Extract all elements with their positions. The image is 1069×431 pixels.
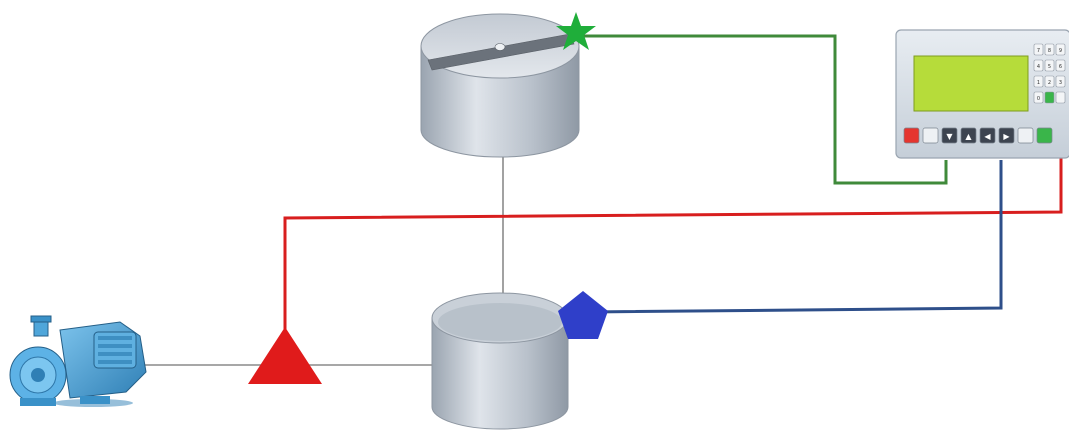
keypad-key[interactable]: 7 — [1033, 43, 1044, 56]
svg-text:5: 5 — [1048, 64, 1051, 70]
svg-text:6: 6 — [1059, 64, 1062, 70]
svg-text:8: 8 — [1048, 48, 1051, 54]
svg-text:▼: ▼ — [946, 132, 953, 141]
function-key[interactable] — [922, 127, 939, 144]
svg-text:0: 0 — [1037, 96, 1040, 102]
red-signal-wire — [283, 158, 1063, 345]
svg-text:◀: ◀ — [984, 132, 991, 141]
keypad-key[interactable] — [1055, 91, 1066, 104]
green-signal-wire — [575, 34, 948, 185]
function-key[interactable] — [903, 127, 920, 144]
keypad-key[interactable]: 0 — [1033, 91, 1044, 104]
upper-tank — [420, 13, 580, 158]
keypad-key[interactable]: 6 — [1055, 59, 1066, 72]
controller-unit: 7 8 9 4 5 6 1 2 3 0 ▼ ▲ ◀ ▶ — [895, 29, 1069, 159]
lower-tank — [431, 292, 569, 430]
numeric-keypad: 7 8 9 4 5 6 1 2 3 0 — [1033, 43, 1066, 104]
function-key[interactable]: ▲ — [960, 127, 977, 144]
star-icon — [556, 12, 596, 50]
svg-text:4: 4 — [1037, 64, 1040, 70]
function-key[interactable] — [1036, 127, 1053, 144]
keypad-key[interactable]: 9 — [1055, 43, 1066, 56]
svg-text:2: 2 — [1048, 80, 1051, 86]
lcd-screen — [913, 55, 1029, 112]
keypad-key[interactable]: 5 — [1044, 59, 1055, 72]
svg-text:▶: ▶ — [1003, 132, 1010, 141]
keypad-key[interactable]: 8 — [1044, 43, 1055, 56]
keypad-key[interactable]: 2 — [1044, 75, 1055, 88]
blue-signal-wire — [589, 160, 1003, 314]
keypad-key[interactable]: 4 — [1033, 59, 1044, 72]
svg-text:1: 1 — [1037, 80, 1040, 86]
keypad-key[interactable]: 3 — [1055, 75, 1066, 88]
svg-text:▲: ▲ — [965, 132, 972, 141]
keypad-key[interactable]: 1 — [1033, 75, 1044, 88]
svg-text:7: 7 — [1037, 48, 1040, 54]
triangle-icon — [248, 327, 322, 384]
pump-icon — [9, 315, 147, 407]
function-key[interactable]: ▼ — [941, 127, 958, 144]
svg-text:9: 9 — [1059, 48, 1062, 54]
function-key[interactable] — [1017, 127, 1034, 144]
svg-text:3: 3 — [1059, 80, 1062, 86]
function-key[interactable]: ◀ — [979, 127, 996, 144]
keypad-key[interactable] — [1044, 91, 1055, 104]
function-key[interactable]: ▶ — [998, 127, 1015, 144]
tank-lid-bar — [427, 33, 575, 71]
function-keypad: ▼ ▲ ◀ ▶ — [903, 127, 1053, 144]
pentagon-icon — [558, 291, 608, 339]
